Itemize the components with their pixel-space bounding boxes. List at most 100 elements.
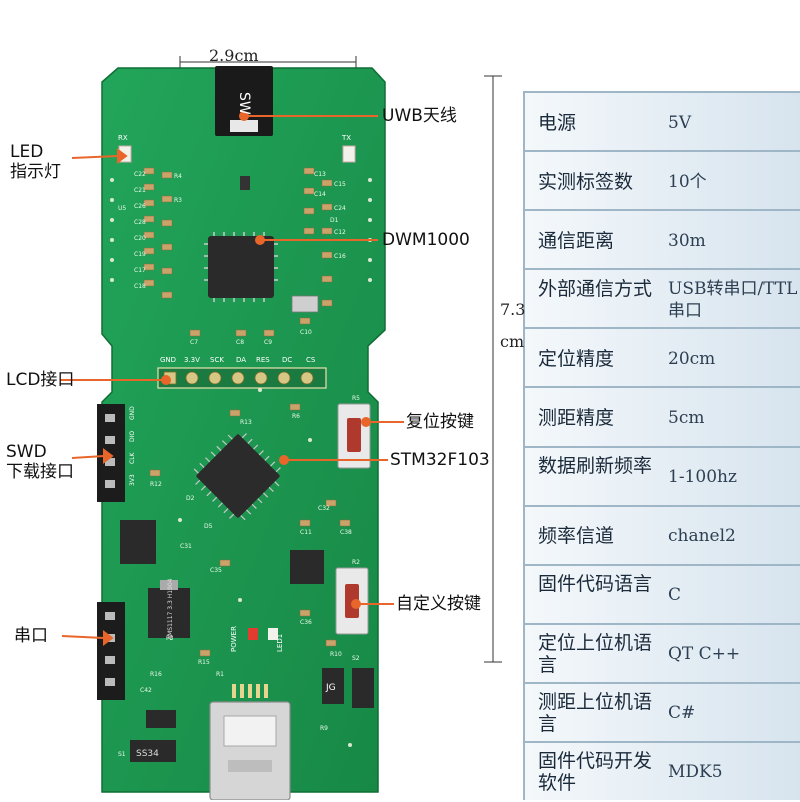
- callout-lcd: LCD接口: [6, 370, 75, 390]
- silk-ref: C14: [314, 191, 326, 198]
- silk-ref: C38: [340, 529, 352, 536]
- silk-3v3: 3.3V: [184, 356, 200, 364]
- silk-ref: R16: [150, 671, 162, 678]
- silk-ref: D1: [330, 217, 339, 224]
- callout-serial: 串口: [14, 626, 48, 646]
- callout-custom-key: 自定义按键: [396, 594, 481, 614]
- silk-ref: U5: [118, 205, 126, 212]
- spec-row: 固件代码语言 C: [524, 563, 800, 625]
- spec-value: 1-100hz: [668, 467, 737, 488]
- spec-key: 定位上位机语言: [538, 632, 653, 677]
- height-value: 7.3: [500, 300, 526, 319]
- silk-ref: R6: [292, 413, 300, 420]
- smd-passives: [143, 167, 351, 657]
- silk-ref: C7: [190, 339, 198, 346]
- silk-sck: SCK: [210, 356, 224, 364]
- callout-uwb-antenna: UWB天线: [382, 106, 457, 126]
- swd-header-pins: [105, 414, 115, 488]
- silk-swd-pin: 3V3: [129, 474, 136, 486]
- silk-rx: RX: [118, 134, 128, 142]
- silk-ref: C24: [334, 205, 346, 212]
- ss34-diode: [130, 740, 176, 762]
- silk-ss34: SS34: [136, 749, 159, 759]
- silk-swd-pin: DIO: [129, 431, 136, 442]
- spec-key: 测距精度: [538, 406, 615, 429]
- silk-ref: C12: [334, 229, 346, 236]
- silk-res: RES: [256, 356, 270, 364]
- led1: [268, 628, 278, 640]
- spec-value: chanel2: [668, 526, 736, 547]
- silk-ref: P3: [166, 635, 174, 642]
- silk-ref: C19: [134, 251, 146, 258]
- crystal: [291, 295, 319, 313]
- silk-ref: C28: [134, 219, 146, 226]
- spec-value: 5cm: [668, 407, 705, 428]
- silk-ref: C42: [140, 687, 152, 694]
- silk-ref: C32: [318, 505, 330, 512]
- silk-jg: JG: [325, 683, 336, 693]
- silk-ref: R4: [174, 173, 182, 180]
- callout-led-line1: LED: [10, 142, 44, 162]
- silk-ref: C20: [134, 235, 146, 242]
- spec-value: MDK5: [668, 762, 723, 783]
- silk-ref: C8: [236, 339, 244, 346]
- callout-stm32: STM32F103: [390, 450, 490, 470]
- height-unit: cm: [500, 332, 525, 351]
- spec-key: 定位精度: [538, 347, 615, 370]
- spec-key: 外部通信方式: [538, 277, 653, 300]
- silk-ref: C35: [210, 567, 222, 574]
- reset-button-cap: [347, 418, 361, 452]
- tx-led: [342, 145, 356, 163]
- spec-value: QT C++: [668, 644, 741, 665]
- usb-pins: [232, 684, 268, 698]
- silk-ref: C22: [134, 171, 146, 178]
- silk-ref: R10: [330, 651, 342, 658]
- regulator: [148, 588, 190, 638]
- silk-power: POWER: [230, 626, 238, 652]
- silk-ref: R2: [352, 559, 360, 566]
- width-label: 2.9cm: [209, 46, 259, 65]
- spec-value: 5V: [668, 112, 692, 133]
- spec-value: C: [668, 585, 682, 606]
- silk-ref: R3: [174, 197, 182, 204]
- silk-ref: R15: [198, 659, 210, 666]
- spec-key: 电源: [538, 111, 577, 134]
- silk-ref: C16: [334, 253, 346, 260]
- silk-ref: C15: [334, 181, 346, 188]
- spec-row: 测距精度 5cm: [524, 386, 800, 447]
- silk-ref: C36: [300, 619, 312, 626]
- silk-ref: R13: [240, 419, 252, 426]
- silk-swd-pin: CLK: [129, 451, 136, 464]
- uwb-antenna: [215, 66, 273, 136]
- small-ic: [240, 176, 250, 190]
- silk-ref: R12: [150, 481, 162, 488]
- silkscreen-labels: RX TX GND 3.3V SCK DA RES DC CS POWER LE…: [118, 134, 351, 693]
- callout-led-line2: 指示灯: [10, 162, 61, 182]
- callout-arrows: [60, 111, 404, 646]
- silk-ref: R9: [320, 725, 328, 732]
- silk-tx: TX: [341, 134, 351, 142]
- spec-key: 测距上位机语言: [538, 691, 653, 736]
- d5-diode: [352, 668, 374, 708]
- sot-ic: [120, 520, 156, 564]
- silk-cs: CS: [306, 356, 316, 364]
- spec-row: 电源 5V: [524, 91, 800, 152]
- silk-gnd: GND: [160, 356, 176, 364]
- silk-ref: C26: [134, 203, 146, 210]
- dwm1000-chip: [208, 236, 274, 298]
- silk-regulator: AMS1117 3.3 H1904: [167, 578, 174, 640]
- spec-key: 频率信道: [538, 525, 615, 548]
- spec-key: 通信距离: [538, 229, 615, 252]
- spec-value: USB转串口/TTL串口: [668, 278, 798, 321]
- silk-ref: D5: [204, 523, 213, 530]
- silk-ref: S2: [352, 655, 360, 662]
- spec-key: 固件代码语言: [538, 573, 653, 596]
- silk-led1: LED1: [276, 634, 284, 652]
- silk-da: DA: [236, 356, 246, 364]
